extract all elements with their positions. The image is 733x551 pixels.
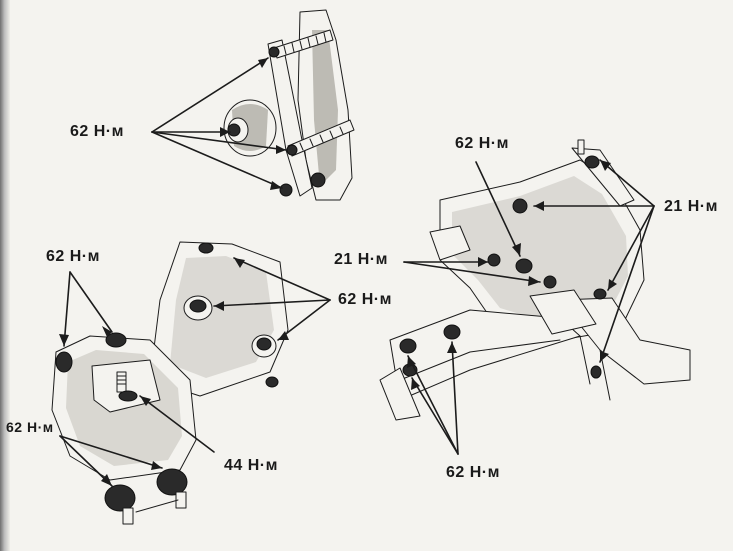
leaders-left [59, 257, 331, 487]
torque-label-left-top: 62 Н·м [46, 248, 100, 265]
scan-edge-shadow [0, 0, 10, 551]
torque-label-center: 62 Н·м [338, 291, 392, 308]
torque-label-bottom-right: 62 Н·м [446, 464, 500, 481]
torque-label-21-center: 21 Н·м [334, 251, 388, 268]
torque-label-bottom-left: 62 Н·м [6, 419, 54, 435]
leaders-top-62 [151, 57, 287, 190]
left-engine-mount [51, 241, 289, 525]
torque-label-44: 44 Н·м [224, 457, 278, 474]
leaders-right [403, 159, 655, 455]
torque-label-right-upper: 62 Н·м [455, 135, 509, 152]
torque-label-top: 62 Н·м [70, 123, 124, 140]
top-mount-bracket [223, 9, 355, 201]
torque-label-21-right: 21 Н·м [664, 198, 718, 215]
right-subframe-mount [379, 139, 691, 421]
